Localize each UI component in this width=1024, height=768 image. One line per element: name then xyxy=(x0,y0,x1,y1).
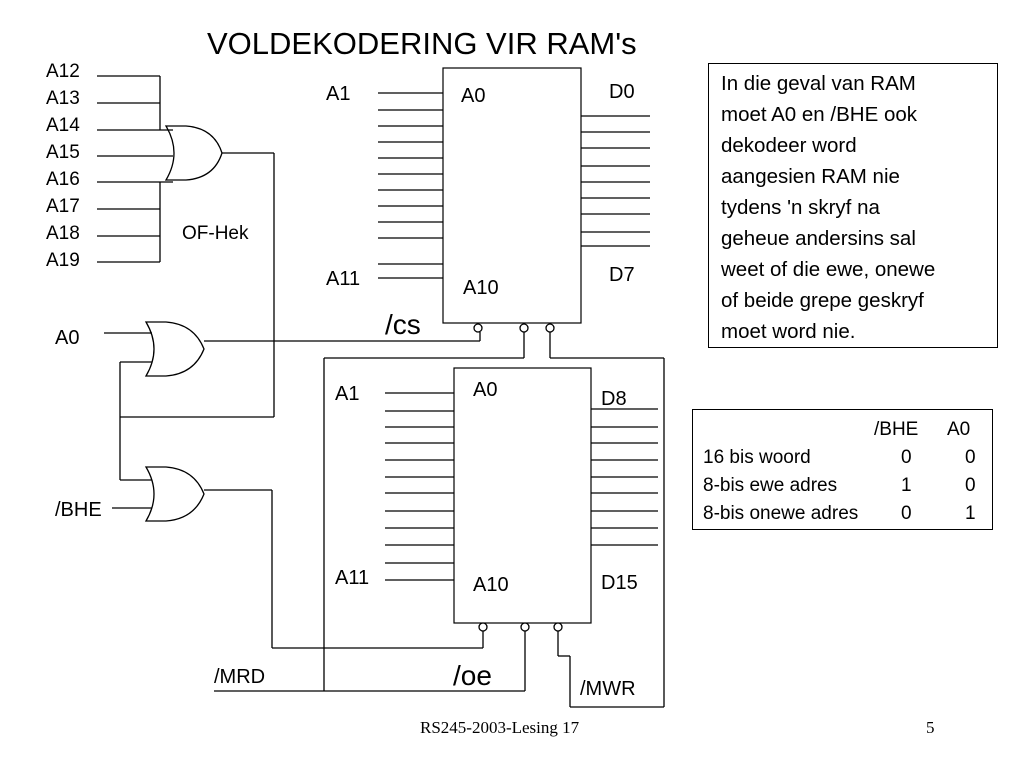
chip-top-a1-label: A1 xyxy=(326,83,351,105)
chip-bottom-a1-label: A1 xyxy=(335,383,360,405)
table-row-label: 8-bis ewe adres xyxy=(703,475,838,496)
table-header-bhe: /BHE xyxy=(874,419,919,440)
note-line: moet A0 en /BHE ook xyxy=(721,103,918,126)
chip-bottom-oe-bubble xyxy=(520,622,530,632)
chip-top-cs-bubble xyxy=(473,323,483,333)
chip-bottom-we-bubble xyxy=(553,622,563,632)
note-line: of beide grepe geskryf xyxy=(721,289,924,312)
chip-top-d0-label: D0 xyxy=(609,81,635,103)
or-gate-top xyxy=(164,125,223,181)
table-row-label: 16 bis woord xyxy=(703,447,811,468)
addr-label-a16: A16 xyxy=(46,169,80,190)
addr-label-a14: A14 xyxy=(46,115,80,136)
or-gate-a0 xyxy=(144,321,205,377)
chip-top-a11-label: A11 xyxy=(326,268,361,290)
input-mwr-label: /MWR xyxy=(580,678,636,700)
chip-bottom-a11-label: A11 xyxy=(335,567,370,589)
slide-title: VOLDEKODERING VIR RAM's xyxy=(207,26,637,61)
note-line: geheue andersins sal xyxy=(721,227,916,250)
table-cell-a0: 0 xyxy=(965,447,976,468)
addr-label-a18: A18 xyxy=(46,223,80,244)
chip-bottom-d15-label: D15 xyxy=(601,572,638,594)
chip-bottom-cs-bubble xyxy=(478,622,488,632)
note-line: weet of die ewe, onewe xyxy=(721,258,936,281)
table-cell-bhe: 0 xyxy=(901,447,912,468)
note-line: In die geval van RAM xyxy=(721,72,916,95)
note-line: moet word nie. xyxy=(721,320,856,343)
chip-top-oe-bubble xyxy=(519,323,529,333)
truth-table: /BHE A0 16 bis woord 0 0 8-bis ewe adres… xyxy=(692,409,993,530)
input-a0-label: A0 xyxy=(55,327,80,349)
footer-course: RS245-2003-Lesing 17 xyxy=(420,718,580,737)
chip-top-a10-label: A10 xyxy=(463,277,499,299)
chip-bottom-a10-label: A10 xyxy=(473,574,509,596)
table-cell-a0: 1 xyxy=(965,503,976,524)
or-gate-label: OF-Hek xyxy=(182,223,249,244)
input-bhe-label: /BHE xyxy=(55,499,102,521)
addr-label-a13: A13 xyxy=(46,88,80,109)
addr-label-a19: A19 xyxy=(46,250,80,271)
table-cell-bhe: 0 xyxy=(901,503,912,524)
addr-label-a12: A12 xyxy=(46,61,80,82)
footer-page-number: 5 xyxy=(926,718,935,737)
chip-top-data-pins xyxy=(581,115,650,247)
signal-cs-label: /cs xyxy=(385,309,421,340)
chip-bottom-data-pins xyxy=(591,408,658,546)
ram-chip-top xyxy=(442,67,582,324)
note-line: aangesien RAM nie xyxy=(721,165,900,188)
explanation-note: In die geval van RAM moet A0 en /BHE ook… xyxy=(708,63,998,348)
table-cell-a0: 0 xyxy=(965,475,976,496)
signal-oe-label: /oe xyxy=(453,660,492,691)
chip-bottom-address-pins xyxy=(385,392,454,581)
chip-top-d7-label: D7 xyxy=(609,264,635,286)
address-bus-lines xyxy=(97,75,173,263)
chip-top-we-bubble xyxy=(545,323,555,333)
ram-chip-bottom xyxy=(453,367,592,624)
input-mrd-label: /MRD xyxy=(214,666,266,688)
chip-bottom-a0-label: A0 xyxy=(473,379,498,401)
note-line: tydens 'n skryf na xyxy=(721,196,880,219)
chip-top-a0-label: A0 xyxy=(461,85,486,107)
table-row-label: 8-bis onewe adres xyxy=(703,503,859,524)
note-line: dekodeer word xyxy=(721,134,857,157)
or-gate-bhe xyxy=(144,466,205,522)
chip-bottom-d8-label: D8 xyxy=(601,388,627,410)
table-header-a0: A0 xyxy=(947,419,971,440)
chip-top-address-pins xyxy=(378,92,443,279)
table-cell-bhe: 1 xyxy=(901,475,912,496)
addr-label-a15: A15 xyxy=(46,142,80,163)
addr-label-a17: A17 xyxy=(46,196,80,217)
